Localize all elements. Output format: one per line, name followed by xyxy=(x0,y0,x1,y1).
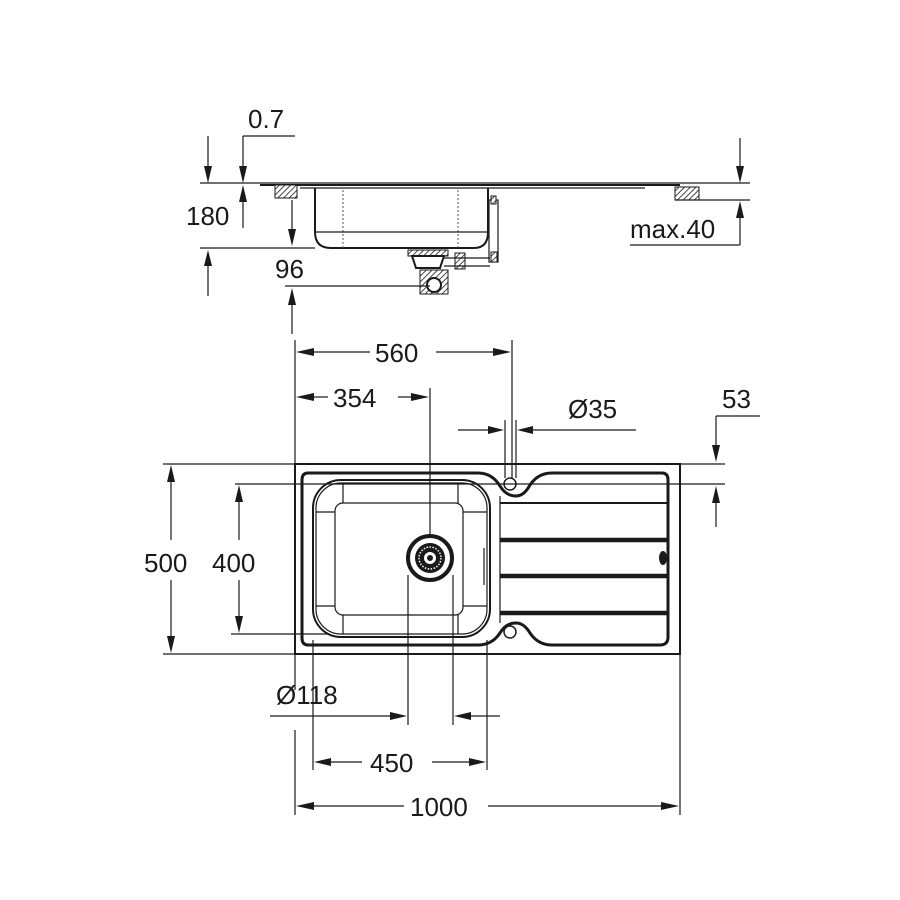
dim-drain-center-label: 354 xyxy=(333,383,376,413)
dim-worktop-max-label: max.40 xyxy=(630,214,715,244)
dim-tap-hole-offset-label: 53 xyxy=(722,384,751,414)
dim-bowl-width-label: 400 xyxy=(212,548,255,578)
dim-bowl-length-label: 450 xyxy=(370,748,413,778)
side-view: 0.7 180 96 max.40 xyxy=(186,104,750,334)
top-view: 560 354 Ø35 53 500 xyxy=(144,338,760,822)
drain-icon xyxy=(406,534,454,582)
dim-tap-hole-label: Ø35 xyxy=(568,394,617,424)
secondary-hole-icon xyxy=(503,625,517,639)
dim-total-length-label: 1000 xyxy=(410,792,468,822)
dim-sheet-thickness-label: 0.7 xyxy=(248,104,284,134)
dim-drain-offset-label: 96 xyxy=(275,254,304,284)
dim-total-depth-label: 180 xyxy=(186,201,229,231)
dim-total-width-label: 500 xyxy=(144,548,187,578)
dim-drain-diameter-label: Ø118 xyxy=(276,680,338,710)
dim-bowl-right-edge-label: 560 xyxy=(375,338,418,368)
